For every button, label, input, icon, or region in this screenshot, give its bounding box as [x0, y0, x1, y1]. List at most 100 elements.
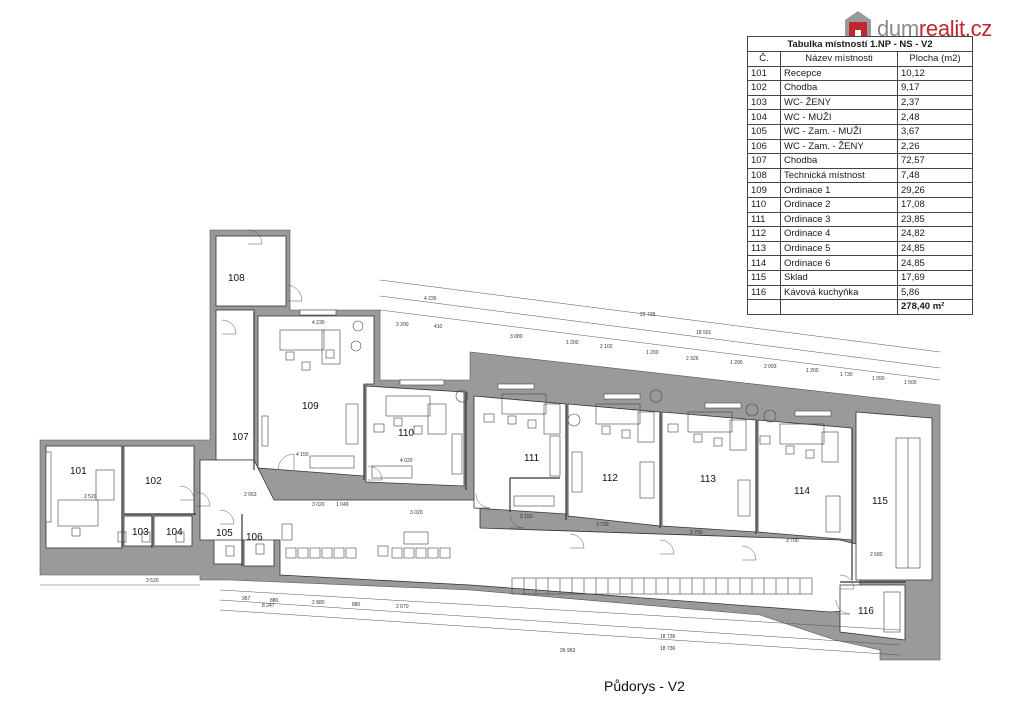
dim-top-b: 18 501 — [696, 330, 712, 336]
room-area-cell: 5,86 — [897, 284, 973, 301]
table-header-area: Plocha (m2) — [897, 51, 973, 67]
dim-top-a: 4 226 — [424, 296, 437, 302]
dim-top-sub-3: 3 080 — [510, 334, 523, 340]
room-number-cell: 101 — [747, 65, 781, 82]
room-name-cell: Chodba — [780, 153, 898, 169]
room-115-floor — [855, 411, 933, 581]
room-name-cell: Ordinace 6 — [780, 255, 898, 271]
room-label-113: 113 — [700, 474, 716, 485]
room-name-cell: Sklad — [780, 269, 898, 286]
total-area-cell: 278,40 m² — [897, 299, 973, 315]
room-label-105: 105 — [216, 528, 233, 539]
windows — [45, 309, 832, 523]
room-area-cell: 24,85 — [897, 255, 973, 271]
room-number-cell: 113 — [747, 240, 781, 257]
room-name-cell: Recepce — [780, 65, 898, 82]
dim-bottom-a: 18 736 — [660, 634, 676, 640]
room-102-floor — [123, 445, 195, 515]
dim-left-a: 3 520 — [146, 578, 159, 584]
room-label-102: 102 — [145, 476, 162, 487]
room-116-floor — [839, 584, 906, 641]
dim-bottom-overall: 26 963 — [560, 648, 576, 654]
furniture — [57, 320, 921, 633]
dim-bottom-sub-3: 2 880 — [312, 600, 325, 606]
room-label-106: 106 — [246, 532, 263, 543]
plan-caption: Půdorys - V2 — [604, 678, 685, 694]
room-area-cell: 7,48 — [897, 167, 973, 184]
dim-top-sub-12: 1 050 — [872, 376, 885, 382]
room-label-110: 110 — [398, 428, 414, 439]
room-110-floor — [365, 385, 465, 487]
room-table: Tabulka místností 1.NP - NS - V2 Č. Náze… — [747, 36, 973, 315]
room-name-cell: Ordinace 2 — [780, 196, 898, 213]
room-name-cell: WC - Zam. - ŽENY — [780, 138, 898, 155]
dim-top-sub-4: 1 200 — [566, 340, 579, 346]
room-103-floor — [123, 515, 153, 547]
room-name-cell: Ordinace 1 — [780, 182, 898, 198]
room-area-cell: 2,37 — [897, 94, 973, 111]
table-header-name: Název místnosti — [780, 51, 898, 67]
room-area-cell: 2,26 — [897, 138, 973, 155]
dim-bottom-sub-2: 880 — [270, 598, 279, 604]
room-area-cell: 23,85 — [897, 211, 973, 228]
room-label-112: 112 — [602, 473, 618, 484]
corridor-107-west — [215, 309, 255, 461]
room-area-cell: 17,69 — [897, 269, 973, 286]
dim-corridor-c: 2 063 — [244, 492, 257, 498]
dim-bottom-b: 18 736 — [660, 646, 676, 652]
dim-top-sub-10: 1 200 — [806, 368, 819, 374]
room-name-cell: Kávová kuchyňka — [780, 284, 898, 301]
dim-115-width: 2 580 — [870, 552, 883, 558]
room-name-cell: WC - Zam. - MUŽI — [780, 123, 898, 140]
room-name-cell: Chodba — [780, 80, 898, 96]
room-number-cell: 104 — [747, 109, 781, 125]
room-number-cell: 106 — [747, 138, 781, 155]
dim-109-depth: 4 230 — [312, 320, 325, 326]
dimension-lines — [40, 279, 941, 656]
room-name-cell: Ordinace 4 — [780, 226, 898, 242]
dim-bottom-c: 8 247 — [262, 603, 275, 609]
dim-top-overall: 22 728 — [640, 312, 656, 318]
dim-101-width: 2 520 — [84, 494, 97, 500]
room-number-cell: 109 — [747, 182, 781, 198]
dim-114-width: 3 700 — [786, 538, 799, 544]
dim-top-sub-7: 2 326 — [686, 356, 699, 362]
room-104-floor — [153, 515, 193, 547]
dim-top-sub-1: 3 200 — [396, 322, 409, 328]
room-label-103: 103 — [132, 527, 149, 538]
room-name-cell: Ordinace 3 — [780, 211, 898, 228]
room-113-floor — [661, 411, 757, 533]
room-label-109: 109 — [302, 401, 319, 412]
room-number-cell: 112 — [747, 226, 781, 242]
dim-top-sub-5: 2 102 — [600, 344, 613, 350]
room-area-cell: 3,67 — [897, 123, 973, 140]
dim-bottom-sub-4: 880 — [352, 602, 361, 608]
room-name-cell: Ordinace 5 — [780, 240, 898, 257]
room-number-cell: 108 — [747, 167, 781, 184]
room-108-floor — [215, 235, 287, 307]
room-area-cell: 24,85 — [897, 240, 973, 257]
room-label-114: 114 — [794, 486, 810, 497]
room-label-101: 101 — [70, 466, 87, 477]
room-area-cell: 72,57 — [897, 153, 973, 169]
room-label-104: 104 — [166, 527, 183, 538]
dim-top-sub-6: 1 200 — [646, 350, 659, 356]
room-numbers: 101 102 103 104 105 106 107 108 109 110 … — [70, 273, 888, 617]
room-number-cell: 105 — [747, 123, 781, 140]
dim-111-width: 2 150 — [520, 514, 533, 520]
dim-top-sub-2: 410 — [434, 324, 443, 330]
room-name-cell: Technická místnost — [780, 167, 898, 184]
